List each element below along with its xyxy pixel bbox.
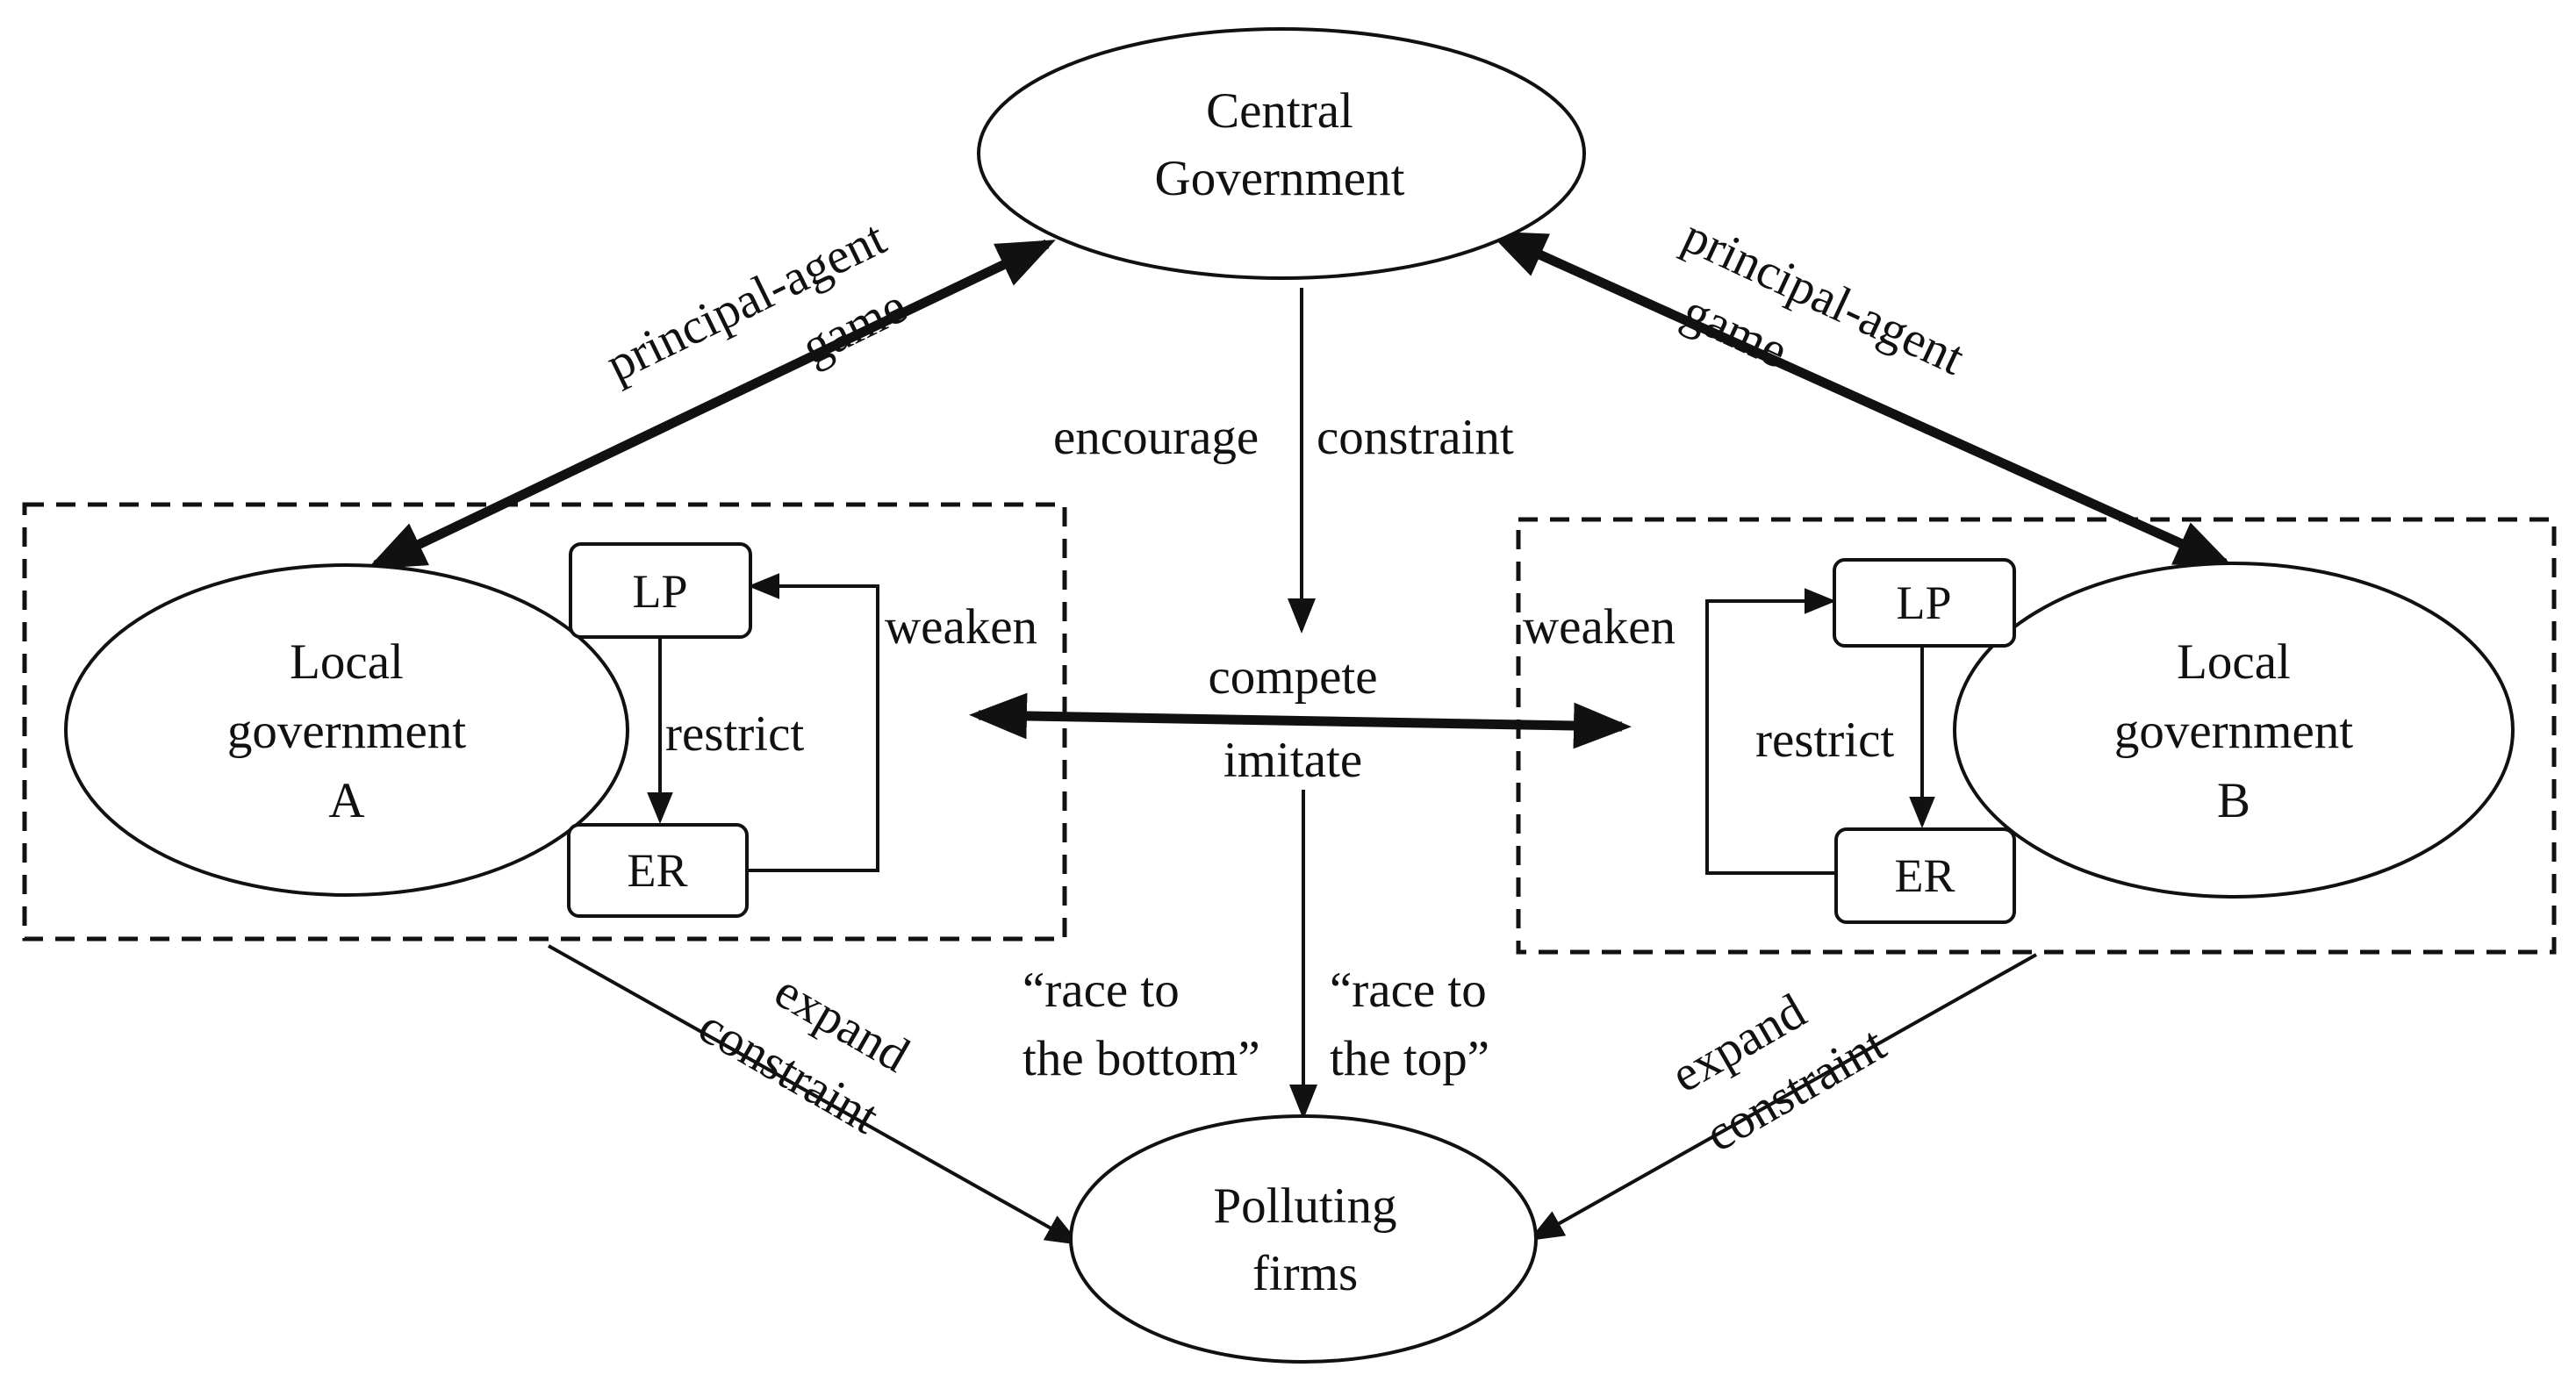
local-a-label-2: government (227, 704, 466, 759)
local-b-label-3: B (2217, 773, 2250, 828)
race-bottom-label-1: “race to (1023, 963, 1180, 1018)
local-government-a-node (64, 563, 629, 897)
race-bottom-label-2: the bottom” (1023, 1031, 1260, 1086)
constraint-label: constraint (1317, 410, 1514, 465)
a-er-box (567, 823, 749, 918)
central-government-node (977, 27, 1586, 280)
polluting-label-2: firms (1252, 1246, 1358, 1301)
b-restrict-label: restrict (1755, 712, 1894, 768)
a-weaken-arrow (748, 573, 879, 872)
a-firms-label-group: expand constraint (690, 963, 919, 1145)
race-top-label-2: the top” (1330, 1031, 1489, 1086)
encourage-label: encourage (1053, 410, 1259, 465)
central-b-label-group: principal-agent game (1675, 208, 1973, 386)
a-firms-arrow (548, 944, 1081, 1245)
a-lp-label: LP (632, 565, 687, 618)
b-weaken-arrow (1705, 588, 1836, 875)
race-top-label-1: “race to (1330, 963, 1487, 1018)
a-weaken-label: weaken (885, 599, 1037, 655)
imitate-label: imitate (1223, 733, 1362, 788)
local-government-b-node (1953, 562, 2515, 899)
local-b-label-2: government (2114, 704, 2353, 759)
polluting-firms-node (1069, 1114, 1538, 1364)
central-a-label-group: principal-agent game (598, 210, 915, 392)
local-a-label-1: Local (290, 634, 404, 690)
a-restrict-label: restrict (665, 706, 804, 762)
central-label-2: Government (1155, 151, 1405, 206)
a-er-label: ER (627, 844, 687, 897)
b-weaken-label: weaken (1523, 599, 1675, 655)
central-label-1: Central (1206, 83, 1353, 139)
polluting-label-1: Polluting (1213, 1178, 1396, 1234)
local-b-label-1: Local (2177, 634, 2291, 690)
central-b-arrow (1487, 230, 2235, 569)
a-lp-box (569, 542, 752, 639)
local-a-label-3: A (328, 773, 364, 828)
central-a-arrow (367, 240, 1056, 569)
compete-label: compete (1208, 649, 1377, 705)
b-er-box (1834, 827, 2016, 924)
compete-arrow (969, 692, 1632, 749)
b-lp-label: LP (1896, 576, 1951, 629)
b-lp-box (1833, 558, 2016, 648)
b-firms-label-group: expand constraint (1662, 984, 1895, 1163)
b-firms-arrow (1528, 953, 2037, 1241)
b-er-label: ER (1894, 849, 1955, 902)
